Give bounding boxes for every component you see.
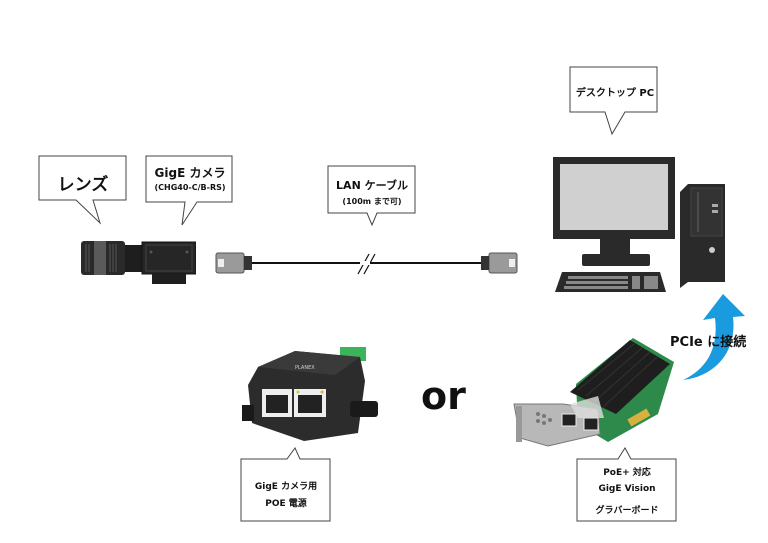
or-label: or: [421, 374, 466, 418]
grabber-board-image: [508, 334, 674, 450]
poe-brand-text: PLANEX: [295, 365, 315, 371]
lens-label: レンズ: [57, 175, 109, 195]
lan-callout: LAN ケーブル (100m まで可): [327, 165, 417, 227]
grabber-callout: PoE+ 対応 GigE Vision グラバーボード: [576, 447, 678, 523]
rj45-plug-right: [481, 252, 518, 274]
camera-image: [80, 238, 197, 286]
pcie-arrow-icon: [675, 290, 750, 385]
poe-injector-image: PLANEX: [240, 345, 380, 445]
grabber-line2: GigE Vision: [598, 484, 656, 494]
poe-line2: POE 電源: [265, 499, 307, 509]
pcie-label: PCIe に接続: [670, 335, 747, 350]
grabber-line1: PoE+ 対応: [603, 468, 651, 478]
poe-callout: GigE カメラ用 POE 電源: [240, 447, 332, 523]
desktop-pc-image: [550, 152, 725, 297]
pc-callout: デスクトップ PC: [569, 66, 661, 136]
camera-label: GigE カメラ: [154, 166, 226, 180]
grabber-line3: グラバーボード: [595, 506, 659, 516]
camera-callout: GigE カメラ (CHG40-C/B-RS): [145, 155, 235, 227]
pc-label: デスクトップ PC: [575, 88, 655, 99]
poe-line1: GigE カメラ用: [254, 482, 318, 492]
lan-note: (100m まで可): [342, 197, 402, 206]
rj45-plug-left: [215, 252, 252, 274]
lan-cable: [214, 248, 519, 278]
camera-model: (CHG40-C/B-RS): [154, 183, 226, 192]
lan-label: LAN ケーブル: [336, 179, 408, 192]
lens-callout: レンズ: [38, 155, 128, 225]
